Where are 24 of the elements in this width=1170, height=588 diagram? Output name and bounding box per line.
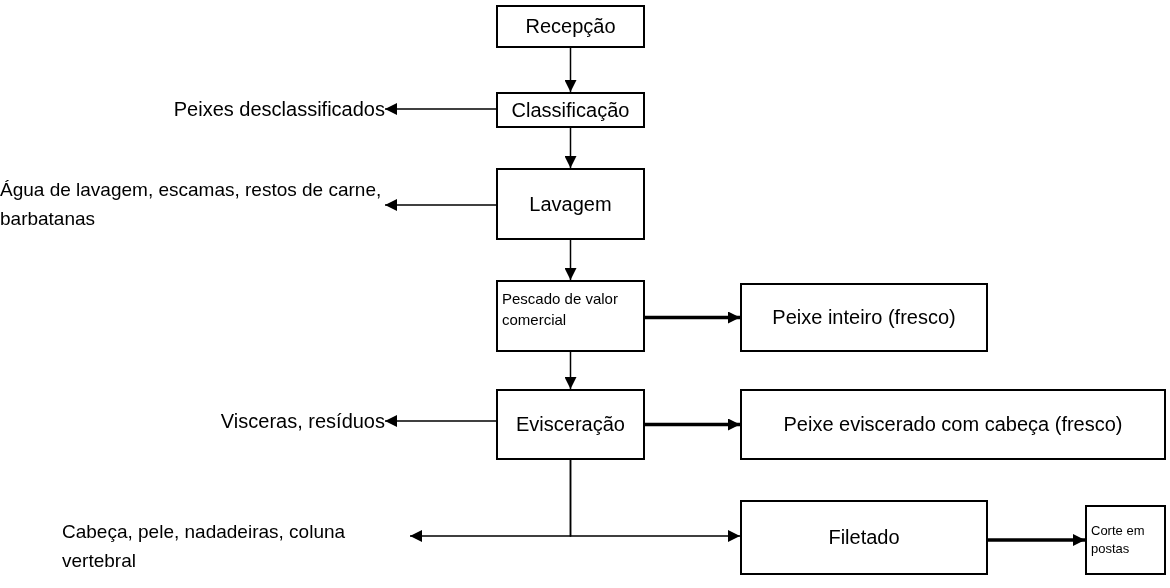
- process-box: Lavagem: [496, 168, 645, 240]
- process-box: Pescado de valor comercial: [496, 280, 645, 352]
- arrow: [645, 418, 740, 431]
- arrow: [384, 415, 497, 427]
- process-box: Evisceração: [496, 389, 645, 460]
- arrow: [564, 351, 577, 390]
- output-text: Peixes desclassificados: [120, 94, 385, 124]
- output-text: Visceras, resíduos: [180, 406, 385, 436]
- arrow: [564, 47, 577, 93]
- output-text: Água de lavagem, escamas, restos de carne, barbatanas: [0, 176, 385, 234]
- process-box: Peixe inteiro (fresco): [740, 283, 988, 352]
- process-box: Recepção: [496, 5, 645, 48]
- process-box: Peixe eviscerado com cabeça (fresco): [740, 389, 1166, 460]
- process-box: Corte em postas: [1085, 505, 1166, 575]
- process-box: Filetado: [740, 500, 988, 575]
- arrow: [384, 103, 497, 115]
- arrow: [384, 199, 497, 211]
- output-text: Cabeça, pele, nadadeiras, coluna vertebral: [62, 518, 410, 578]
- arrow: [564, 127, 577, 169]
- arrow: [564, 239, 577, 281]
- process-box: Classificação: [496, 92, 645, 128]
- arrow: [645, 311, 740, 324]
- arrow: [569, 459, 741, 542]
- arrow: [988, 534, 1085, 546]
